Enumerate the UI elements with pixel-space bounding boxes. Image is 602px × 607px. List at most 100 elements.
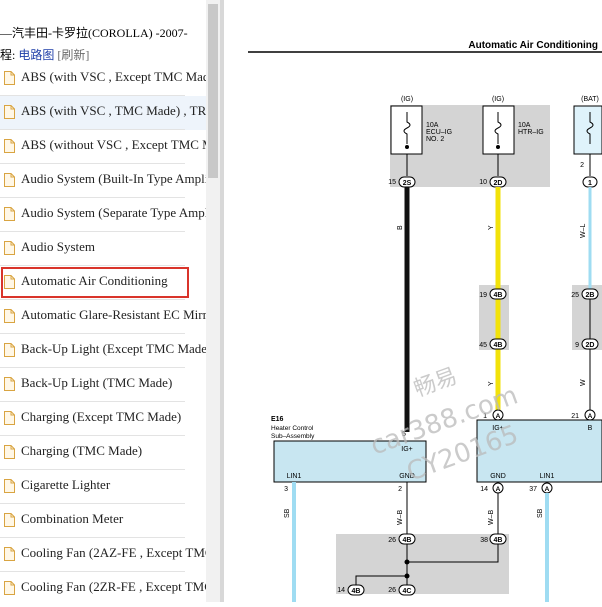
document-icon	[4, 241, 15, 255]
tree-item-label: Combination Meter	[21, 511, 124, 526]
connector-4b-b-label: 4B	[494, 342, 503, 349]
wire-sb1-label: SB	[284, 508, 291, 518]
fuse1-name2: NO. 2	[426, 136, 444, 143]
tree-item-label: Automatic Air Conditioning	[21, 273, 168, 288]
tree-item-divider	[0, 401, 185, 402]
tree-scrollbar[interactable]	[206, 0, 220, 602]
lin1-right: LIN1	[540, 473, 555, 480]
junction-block-bottom	[336, 534, 509, 594]
pin-5: 5	[402, 431, 406, 438]
tree-item-label: ABS (with VSC , Except TMC Made)	[21, 69, 206, 84]
tree-item-divider	[0, 571, 185, 572]
tree-item-label: Audio System	[21, 239, 96, 254]
fuse-terminal-2	[496, 145, 500, 149]
tree-item[interactable]: Cooling Fan (2AZ-FE , Except TMC Made)	[0, 538, 206, 572]
wire-w-label: W	[580, 379, 587, 386]
document-icon	[4, 377, 15, 391]
tree-item-label: Automatic Glare-Resistant EC Mirror	[21, 307, 206, 322]
tree-item-divider	[0, 197, 185, 198]
tree-item-label: ABS (without VSC , Except TMC Made)	[21, 137, 206, 152]
pin-45: 45	[479, 342, 487, 349]
refresh-link[interactable]: [刷新]	[57, 48, 90, 62]
connector-4b-d-label: 4B	[494, 537, 503, 544]
fuse2-amp: 10A	[518, 122, 531, 129]
tree-item-divider	[0, 537, 185, 538]
watermark-cn: 畅易	[411, 364, 461, 403]
pin-25: 25	[571, 292, 579, 299]
connector-2b	[581, 288, 599, 300]
tree-item[interactable]: Combination Meter	[0, 504, 206, 538]
document-icon	[4, 173, 15, 187]
tree-item[interactable]: Audio System (Built-In Type Amplifier)	[0, 164, 206, 198]
fuse1-amp: 10A	[426, 122, 439, 129]
circuit-tree-panel: —汽丰田-卡罗拉(COROLLA) -2007- 程: 电路图 [刷新] ABS…	[0, 0, 206, 602]
connector-4b-b	[489, 338, 507, 350]
tree-item-label: Audio System (Built-In Type Amplifier)	[21, 171, 206, 186]
tree-item-label: Audio System (Separate Type Amplifier)	[21, 205, 206, 220]
tree-item-divider	[0, 231, 185, 232]
bat-label: (BAT)	[581, 96, 599, 103]
wire-b-label: B	[397, 225, 404, 230]
document-icon	[4, 513, 15, 527]
tree-item[interactable]: Cooling Fan (2ZR-FE , Except TMC Made)	[0, 572, 206, 602]
tree-item[interactable]: Back-Up Light (TMC Made)	[0, 368, 206, 402]
document-icon	[4, 105, 15, 119]
connector-2b-label: 2B	[586, 292, 595, 299]
pin-3: 3	[284, 486, 288, 493]
tree-item[interactable]: Audio System (Separate Type Amplifier)	[0, 198, 206, 232]
wire-y-label: Y	[488, 225, 495, 230]
tree-item[interactable]: ABS (with VSC , Except TMC Made)	[0, 62, 206, 96]
tree-item[interactable]: Back-Up Light (Except TMC Made)	[0, 334, 206, 368]
connector-4c	[398, 584, 416, 596]
tree-item-divider	[0, 333, 185, 334]
document-icon	[4, 71, 15, 85]
document-icon	[4, 139, 15, 153]
tree-item-label: Back-Up Light (TMC Made)	[21, 375, 173, 390]
selection-highlight-box	[1, 267, 189, 298]
tree-item-label: ABS (with VSC , TMC Made) , TRC	[21, 103, 206, 118]
fuse-bat	[573, 105, 602, 155]
tree-item-divider	[0, 299, 185, 300]
tree-item-divider	[0, 503, 185, 504]
tree-item-label: Charging (Except TMC Made)	[21, 409, 182, 424]
document-icon	[4, 309, 15, 323]
ig-plus-right: IG+	[492, 425, 503, 432]
tree-item[interactable]: ABS (with VSC , TMC Made) , TRC	[0, 96, 206, 130]
fuse2-name1: HTR–IG	[518, 129, 544, 136]
document-icon	[4, 343, 15, 357]
tree-item[interactable]: Cigarette Lighter	[0, 470, 206, 504]
pin-10: 10	[479, 179, 487, 186]
document-icon	[4, 411, 15, 425]
tree-item[interactable]: ABS (without VSC , Except TMC Made)	[0, 130, 206, 164]
terminal-a-2-label: A	[588, 413, 593, 420]
tree-item[interactable]: Automatic Glare-Resistant EC Mirror	[0, 300, 206, 334]
scrollbar-thumb[interactable]	[208, 4, 218, 178]
tree-item[interactable]: Automatic Air Conditioning	[0, 266, 206, 300]
e16-name-2: Sub–Assembly	[271, 433, 315, 440]
tree-item[interactable]: Charging (Except TMC Made)	[0, 402, 206, 436]
pin-9: 9	[575, 342, 579, 349]
connector-2s-label: 2S	[403, 180, 412, 187]
fuse-symbol-1	[403, 112, 411, 144]
heater-control-module	[273, 440, 427, 483]
connector-4b-a-label: 4B	[494, 292, 503, 299]
tree-item-label: Cigarette Lighter	[21, 477, 111, 492]
diagram-title: Automatic Air Conditioning	[468, 40, 598, 51]
tree-item-divider	[0, 367, 185, 368]
document-icon	[4, 445, 15, 459]
circuit-diagram-link[interactable]: 电路图	[18, 48, 55, 62]
tree-item-divider	[0, 95, 185, 96]
pin-19: 19	[479, 292, 487, 299]
gnd-right: GND	[490, 473, 506, 480]
splitter[interactable]	[220, 0, 224, 602]
tree-item[interactable]: Charging (TMC Made)	[0, 436, 206, 470]
connector-4b-e	[347, 584, 365, 596]
wire-down-left	[355, 575, 407, 586]
fuse-terminal-1	[405, 145, 409, 149]
pin-15: 15	[388, 179, 396, 186]
tree-item[interactable]: Audio System	[0, 232, 206, 266]
wire-wb1-label: W–B	[397, 510, 404, 526]
document-icon	[4, 479, 15, 493]
fuse-symbol-3	[586, 112, 594, 144]
terminal-a-3-label: A	[496, 486, 501, 493]
